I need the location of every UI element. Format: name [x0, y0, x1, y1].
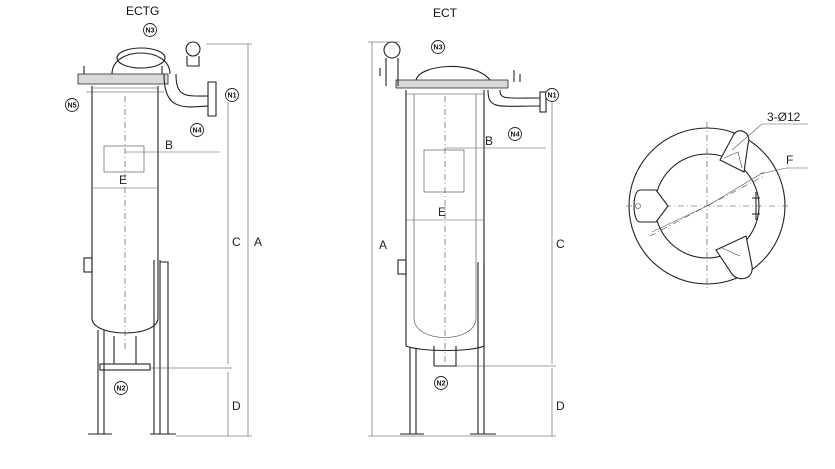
ectg-callout-n4: N4	[190, 123, 204, 137]
ectg-flange-bolts	[83, 66, 163, 74]
lug-bottom-detail	[721, 247, 741, 257]
ect-dim-e: E	[438, 205, 446, 219]
ectg-inlet-flange	[207, 81, 217, 117]
ect-nameplate	[423, 149, 465, 193]
top-view: 3-Ø12 F	[626, 110, 808, 290]
ect-legs	[409, 262, 485, 434]
svg-text:N3: N3	[434, 45, 443, 52]
ectg-legs	[97, 260, 161, 434]
lug-top	[719, 130, 750, 173]
ectg-dim-e: E	[119, 173, 127, 187]
radius-leader-1	[651, 205, 708, 233]
ect-title: ECT	[433, 6, 458, 20]
ectg-callout-n5: N5	[65, 98, 79, 112]
ectg-nameplate	[103, 145, 145, 173]
ectg-lid	[111, 52, 171, 75]
ect-shell	[405, 90, 485, 351]
ectg-dim-c: C	[232, 235, 241, 249]
ectg-inlet-elbow	[163, 73, 209, 108]
svg-text:N2: N2	[437, 381, 446, 388]
ect-callout-n4: N4	[508, 127, 522, 141]
ectg-leg-bracket	[160, 261, 169, 434]
ect-callout-n1: N1	[545, 88, 559, 102]
ectg-dim-b: B	[165, 138, 173, 152]
ectg-outlet-pipe	[113, 336, 137, 364]
ectg-eye-bolt	[185, 41, 201, 57]
top-view-bolt	[752, 192, 760, 220]
ectg-view: ECTG B E C	[65, 4, 262, 437]
lug-top-detail	[723, 151, 743, 169]
ectg-callout-n3: N3	[143, 23, 157, 37]
ectg-callout-n2: N2	[114, 381, 128, 395]
svg-text:N5: N5	[68, 103, 77, 110]
ect-eye-bolt	[383, 41, 401, 59]
ect-dim-c: C	[556, 237, 565, 251]
svg-text:N1: N1	[548, 93, 557, 100]
ectg-lid-ring	[116, 47, 166, 69]
ectg-dim-d: D	[232, 399, 241, 413]
ect-inlet-flange	[539, 91, 547, 113]
ect-eye-bolt-stem	[385, 58, 399, 86]
svg-text:N2: N2	[117, 386, 126, 393]
ectg-top-flange	[77, 73, 169, 85]
ect-lid	[415, 65, 491, 81]
holes-leader	[731, 123, 808, 151]
lug-left	[633, 189, 669, 223]
ect-view: ECT B E C A D	[368, 6, 565, 437]
lug-left-hole	[635, 203, 641, 209]
ectg-title: ECTG	[126, 4, 159, 18]
radius-leader-2	[706, 171, 765, 207]
ect-top-flange	[395, 79, 509, 89]
ectg-callout-n1: N1	[225, 88, 239, 102]
ect-dim-d: D	[556, 399, 565, 413]
ectg-side-bracket	[83, 257, 93, 273]
top-view-diag-centerline	[649, 175, 765, 237]
svg-text:N3: N3	[146, 28, 155, 35]
svg-text:N4: N4	[193, 128, 202, 135]
ectg-eye-bolt-stem	[186, 56, 200, 67]
ect-callout-n2: N2	[434, 376, 448, 390]
ect-dim-b: B	[485, 134, 493, 148]
lug-bottom	[715, 235, 753, 280]
ect-callout-n3: N3	[431, 40, 445, 54]
f-leader	[759, 167, 808, 175]
ectg-outlet-flange	[99, 363, 151, 371]
ect-inlet-elbow	[487, 89, 541, 107]
ect-dim-a: A	[379, 238, 387, 252]
ect-side-bracket	[397, 259, 407, 275]
svg-text:N1: N1	[228, 93, 237, 100]
ectg-dim-a: A	[254, 235, 262, 249]
svg-text:N4: N4	[511, 132, 520, 139]
ect-clamps	[379, 68, 521, 82]
dim-f: F	[786, 153, 793, 167]
holes-label: 3-Ø12	[767, 110, 801, 124]
